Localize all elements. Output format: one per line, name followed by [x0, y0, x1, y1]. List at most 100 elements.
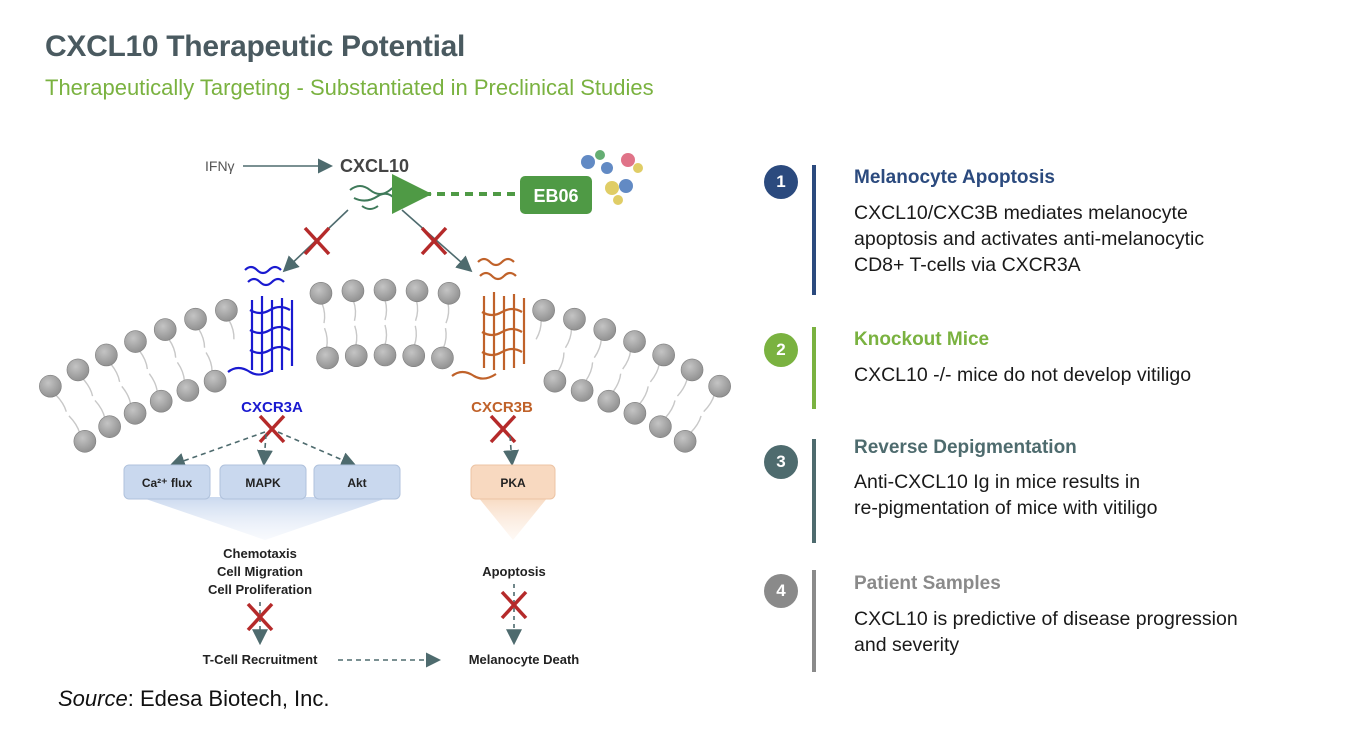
cxcr3a-to-akt-arrow: [277, 431, 357, 468]
lipid-head: [344, 344, 368, 368]
block-x-icon: [489, 414, 517, 444]
lipid-head: [98, 415, 121, 438]
lipid-tail: [414, 300, 419, 322]
pathway-box-akt: Akt: [313, 464, 401, 500]
number-badge: 2: [764, 333, 798, 367]
lipid-head: [309, 281, 333, 305]
lipid-tail: [535, 319, 542, 340]
lipid-head: [623, 401, 647, 425]
lipid-head: [95, 343, 118, 367]
source-citation: Source: Edesa Biotech, Inc.: [58, 686, 330, 712]
block-x-icon: [258, 414, 286, 444]
lipid-head: [341, 279, 365, 303]
lipid-tail: [622, 350, 632, 370]
lipid-head: [66, 358, 90, 382]
final-t-cell-recruitment: T-Cell Recruitment: [203, 652, 319, 667]
lipid-head: [593, 318, 617, 341]
item-heading: Melanocyte Apoptosis: [854, 167, 1055, 188]
lipid-tail: [442, 327, 447, 349]
lipid-head: [149, 389, 173, 413]
antibody-icon: [581, 150, 643, 205]
lipid-tail: [384, 324, 388, 346]
lipid-head: [176, 379, 200, 402]
lipid-head: [532, 298, 555, 322]
item-body: Anti-CXCL10 Ig in mice results in re-pig…: [854, 471, 1158, 519]
lipid-head: [39, 374, 62, 398]
lipid-head: [673, 430, 697, 453]
lipid-head: [184, 307, 207, 331]
lipid-tail: [148, 373, 158, 393]
cxcr3a-to-mapk-arrow: [256, 433, 273, 467]
cxcr3b-receptor-icon: [451, 257, 526, 380]
lipid-tail: [205, 352, 213, 372]
lipid-head: [373, 343, 397, 367]
cxcr3a-to-ca-arrow: [168, 431, 266, 469]
outcome-apoptosis: Apoptosis: [482, 564, 546, 579]
lipid-tail: [703, 394, 716, 413]
number-badge: 1: [764, 165, 798, 199]
lipid-tail: [689, 415, 702, 434]
lipid-head: [543, 369, 567, 393]
lipid-tail: [228, 319, 235, 340]
lipid-tail: [323, 327, 328, 349]
cxcl10-label: CXCL10: [340, 156, 409, 176]
svg-text:PKA: PKA: [500, 476, 526, 490]
svg-text:Ca²⁺ flux: Ca²⁺ flux: [142, 476, 193, 490]
lipid-head: [402, 344, 426, 368]
lipid-tail: [445, 303, 450, 324]
page-subtitle: Therapeutically Targeting - Substantiate…: [45, 75, 654, 100]
lipid-tail: [593, 338, 602, 359]
item-heading: Patient Samples: [854, 573, 1001, 594]
lipid-tail: [384, 299, 388, 321]
cxcr3a-receptor-icon: [227, 265, 294, 376]
lipid-head: [597, 389, 621, 413]
lipid-head: [623, 330, 646, 353]
lipid-tail: [352, 300, 357, 321]
item-body: CXCL10/CXC3B mediates melanocyte apoptos…: [854, 202, 1205, 276]
lipid-tail: [564, 328, 573, 349]
divider-bar: [812, 327, 816, 409]
lipid-tail: [55, 394, 67, 412]
block-x-icon: [420, 226, 448, 256]
outcome-chemotaxis: Chemotaxis: [223, 546, 297, 561]
lipid-head: [708, 374, 731, 398]
svg-text:Akt: Akt: [347, 476, 366, 490]
lipid-head: [437, 281, 461, 305]
lipid-head: [373, 278, 397, 302]
cxcl10-protein-icon: [349, 185, 405, 210]
eb06-label: EB06: [533, 186, 578, 206]
item-heading: Knockout Mice: [854, 329, 990, 350]
lipid-tail: [68, 415, 81, 434]
pathway-a-fan: [140, 497, 390, 540]
lipid-head: [203, 369, 227, 393]
cxcr3a-label: CXCR3A: [241, 399, 303, 416]
lipid-tail: [354, 325, 358, 346]
lipid-head: [215, 298, 238, 322]
lipid-tail: [82, 378, 94, 397]
lipid-tail: [121, 385, 132, 405]
lipid-tail: [321, 302, 326, 324]
lipid-head: [316, 346, 339, 370]
block-x-icon: [303, 226, 331, 256]
pathway-box-pka: PKA: [470, 464, 556, 500]
lipid-tail: [649, 363, 660, 383]
lipid-head: [680, 358, 704, 382]
block-x-icon: [500, 590, 528, 620]
item-heading: Reverse Depigmentation: [854, 437, 1077, 458]
lipid-tail: [638, 386, 649, 405]
source-label: Source: [58, 686, 128, 711]
lipid-tail: [94, 399, 106, 419]
ifng-label: IFNγ: [205, 158, 235, 174]
divider-bar: [812, 570, 816, 672]
lipid-tail: [664, 400, 676, 419]
lipid-tail: [138, 350, 149, 370]
source-text: : Edesa Biotech, Inc.: [127, 686, 330, 711]
lipid-tail: [110, 363, 121, 383]
lipid-head: [153, 318, 177, 341]
pathway-box-ca-flux: Ca²⁺ flux: [123, 464, 211, 500]
block-x-icon: [246, 602, 274, 632]
page-title: CXCL10 Therapeutic Potential: [45, 30, 466, 63]
number-badge: 3: [764, 445, 798, 479]
eb06-badge: [520, 176, 592, 214]
lipid-head: [652, 343, 675, 367]
